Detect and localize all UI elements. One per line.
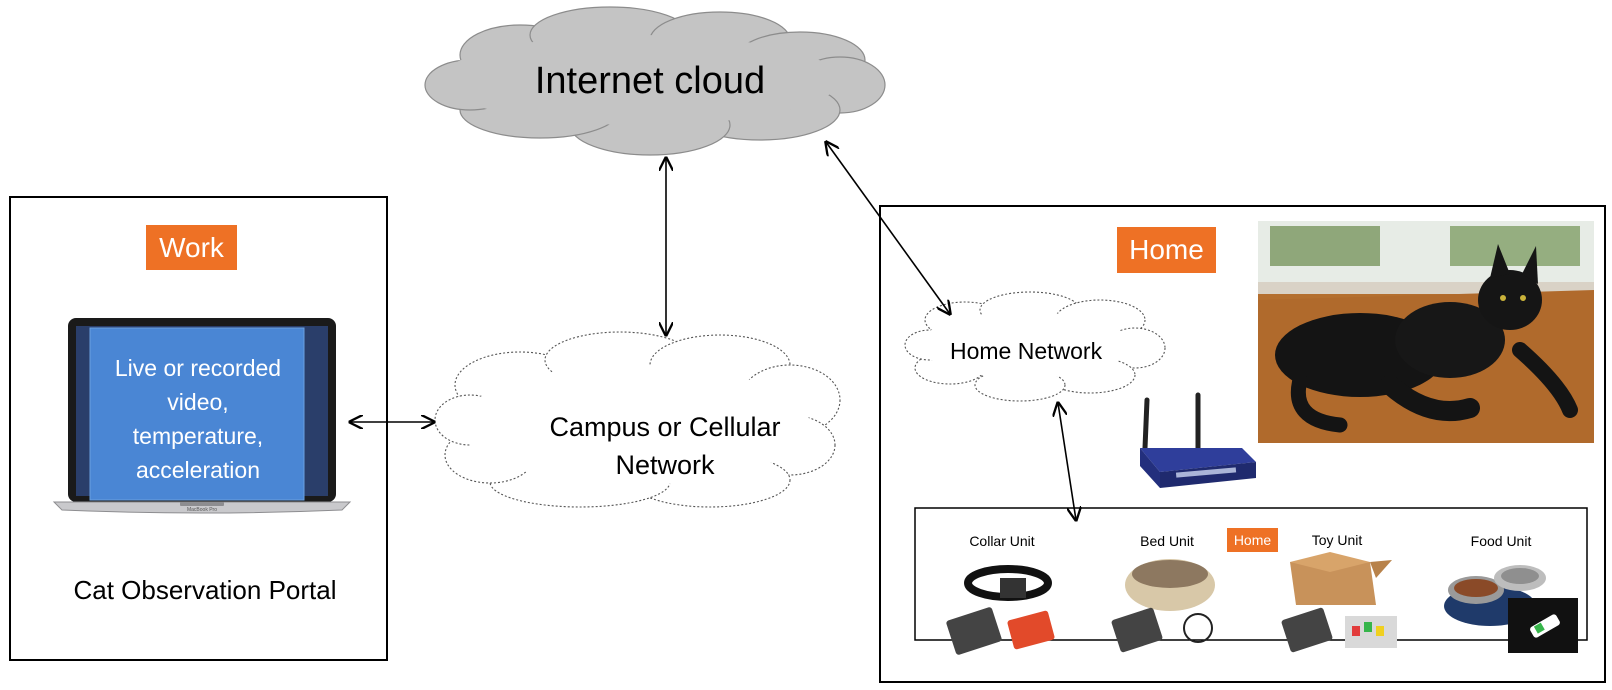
home-units-panel (914, 507, 1588, 641)
toy-unit-image (1281, 552, 1397, 653)
toy-unit-title: Toy Unit (1311, 532, 1363, 548)
internet-home-link (826, 142, 950, 314)
bed-unit-image (1111, 559, 1215, 653)
collar-unit-image (946, 565, 1055, 655)
campus-network-label-line1: Campus or Cellular (549, 412, 781, 442)
home-badge: Home (1117, 227, 1216, 273)
portal-screen-text: Live or recorded video, temperature, acc… (114, 355, 282, 483)
campus-network-cloud (434, 331, 841, 508)
home-network-label: Home Network (950, 338, 1103, 364)
food-unit-title: Food Unit (1470, 533, 1532, 549)
laptop-brand: MacBook Pro (186, 507, 217, 513)
router-icon (1140, 392, 1256, 488)
home-units-badge: Home (1227, 528, 1278, 552)
internet-cloud (424, 6, 886, 156)
cat-photo (1258, 221, 1594, 443)
collar-unit-title: Collar Unit (969, 533, 1035, 549)
food-unit-image (1444, 565, 1578, 653)
home-network-units-link (1058, 403, 1076, 520)
bed-unit-title: Bed Unit (1140, 533, 1194, 549)
work-badge: Work (146, 225, 237, 270)
portal-caption: Cat Observation Portal (73, 575, 337, 605)
laptop-icon (52, 318, 352, 514)
internet-cloud-label: Internet cloud (534, 60, 766, 102)
campus-network-label-line2: Network (615, 450, 715, 480)
home-panel (879, 205, 1606, 683)
home-network-cloud (904, 291, 1166, 402)
